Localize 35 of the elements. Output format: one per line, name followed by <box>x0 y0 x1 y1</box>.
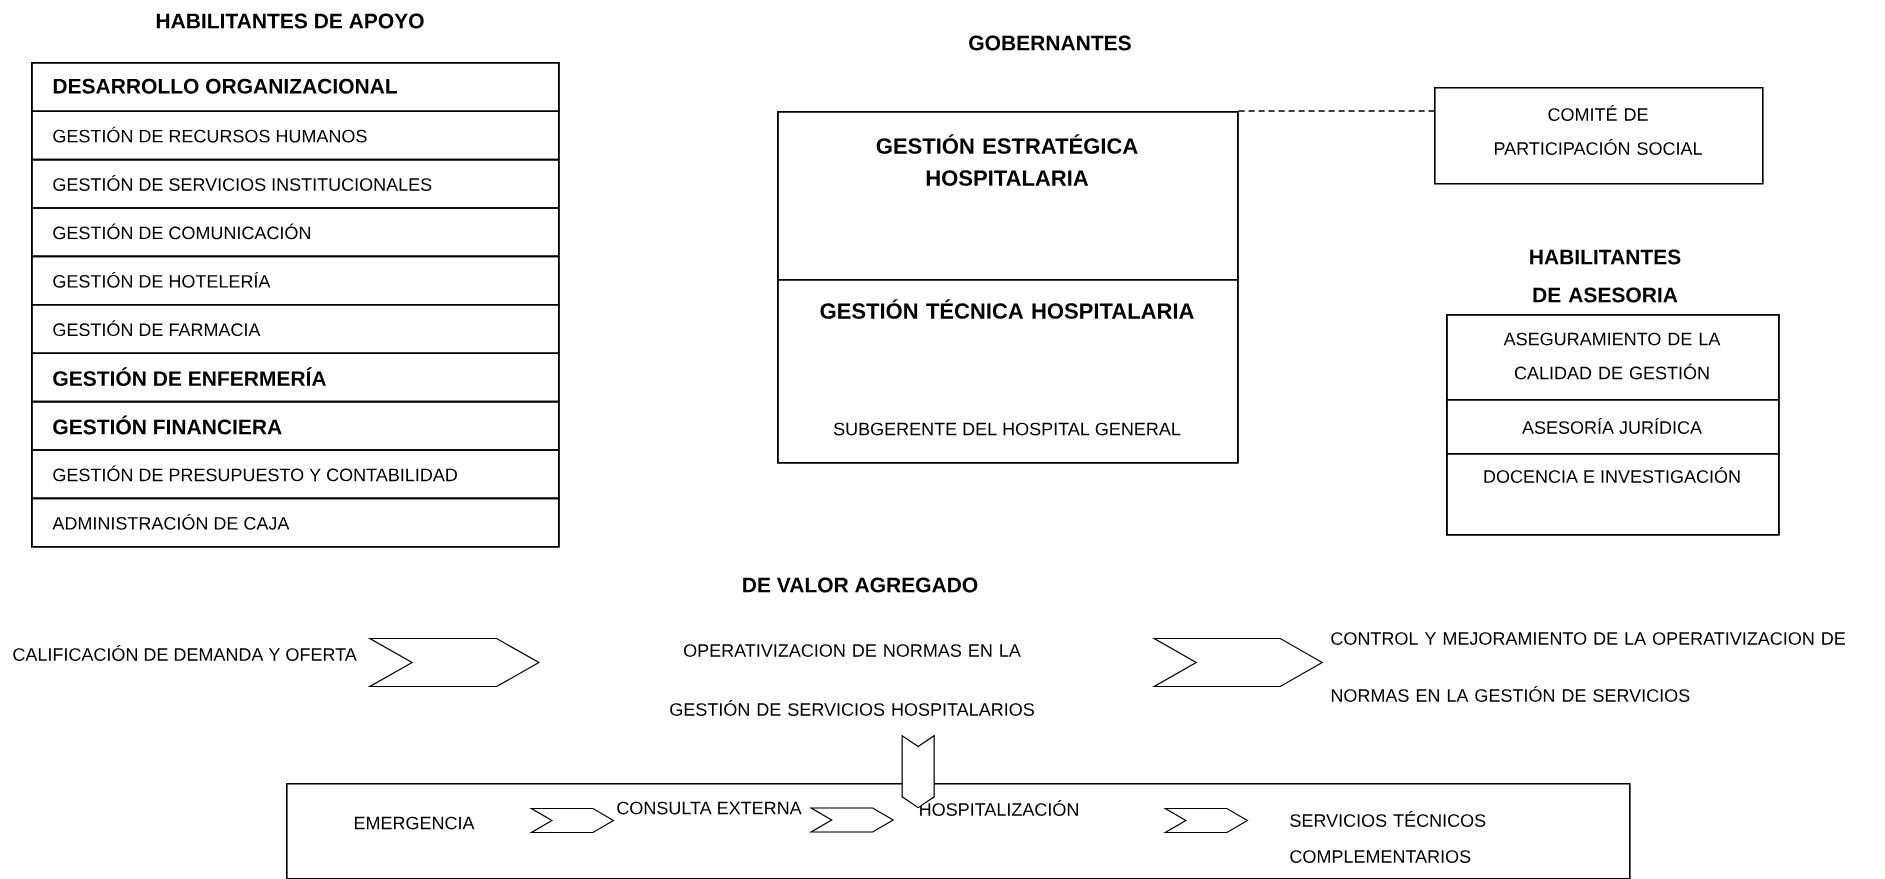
process-text: CONSULTA EXTERNA <box>617 801 802 815</box>
table-row: DESARROLLO ORGANIZACIONAL <box>31 62 560 112</box>
table-row: ADMINISTRACIÓN DE CAJA <box>31 497 560 548</box>
chevron-arrow <box>529 807 615 834</box>
dashed-line <box>1237 110 1435 112</box>
chevron-arrow <box>808 807 895 833</box>
table-row: GESTIÓN DE PRESUPUESTO Y CONTABILIDAD <box>31 449 560 500</box>
table-row: GESTIÓN DE HOTELERÍA <box>31 255 560 306</box>
table-heading: HABILITANTES DE APOYO <box>156 13 424 29</box>
chevron-arrow <box>367 637 541 688</box>
table-row: GESTIÓN DE ENFERMERÍA <box>31 352 560 403</box>
table-row: GESTIÓN FINANCIERA <box>31 400 560 451</box>
process-text: CALIFICACIÓN DE DEMANDA Y OFERTA <box>13 645 357 661</box>
process-text: HOSPITALIZACIÓN <box>920 800 1078 816</box>
table-heading: HABILITANTES DE ASESORIA <box>1530 249 1681 303</box>
chevron-arrow <box>1151 637 1324 688</box>
table-row: ASEGURAMIENTO DE LA CALIDAD DE GESTIÓN <box>1446 314 1780 401</box>
process-text: EMERGENCIA <box>354 816 475 830</box>
table-row: GESTIÓN DE RECURSOS HUMANOS <box>31 110 560 161</box>
process-box: GESTIÓN ESTRATÉGICA HOSPITALARIA <box>777 111 1239 281</box>
section-heading: DE VALOR AGREGADO <box>743 577 978 593</box>
process-text: OPERATIVIZACION DE NORMAS EN LA GESTIÓN DE SERVICIOS HOSPITALARIOS <box>670 644 1034 716</box>
process-text: SERVICIOS TÉCNICOS COMPLEMENTARIOS <box>1290 811 1486 863</box>
section-heading: GOBERNANTES <box>969 35 1131 51</box>
chevron-arrow <box>1163 807 1249 834</box>
process-box: GESTIÓN TÉCNICA HOSPITALARIA SUBGERENTE DEL HOSPITAL GENERAL <box>777 279 1239 464</box>
table-row: GESTIÓN DE SERVICIOS INSTITUCIONALES <box>31 158 560 209</box>
table-row: DOCENCIA E INVESTIGACIÓN <box>1446 453 1780 536</box>
chevron-arrow <box>901 734 935 809</box>
table-row: GESTIÓN DE FARMACIA <box>31 304 560 354</box>
table-row: GESTIÓN DE COMUNICACIÓN <box>31 207 560 258</box>
container-box <box>286 783 1631 879</box>
process-text: CONTROL Y MEJORAMIENTO DE LA OPERATIVIZACION DE NORMAS EN LA GESTIÓN DE SERVICIOS <box>1331 632 1846 702</box>
process-box: COMITÉ DE PARTICIPACIÓN SOCIAL <box>1434 87 1764 185</box>
table-row: ASESORÍA JURÍDICA <box>1446 399 1780 455</box>
